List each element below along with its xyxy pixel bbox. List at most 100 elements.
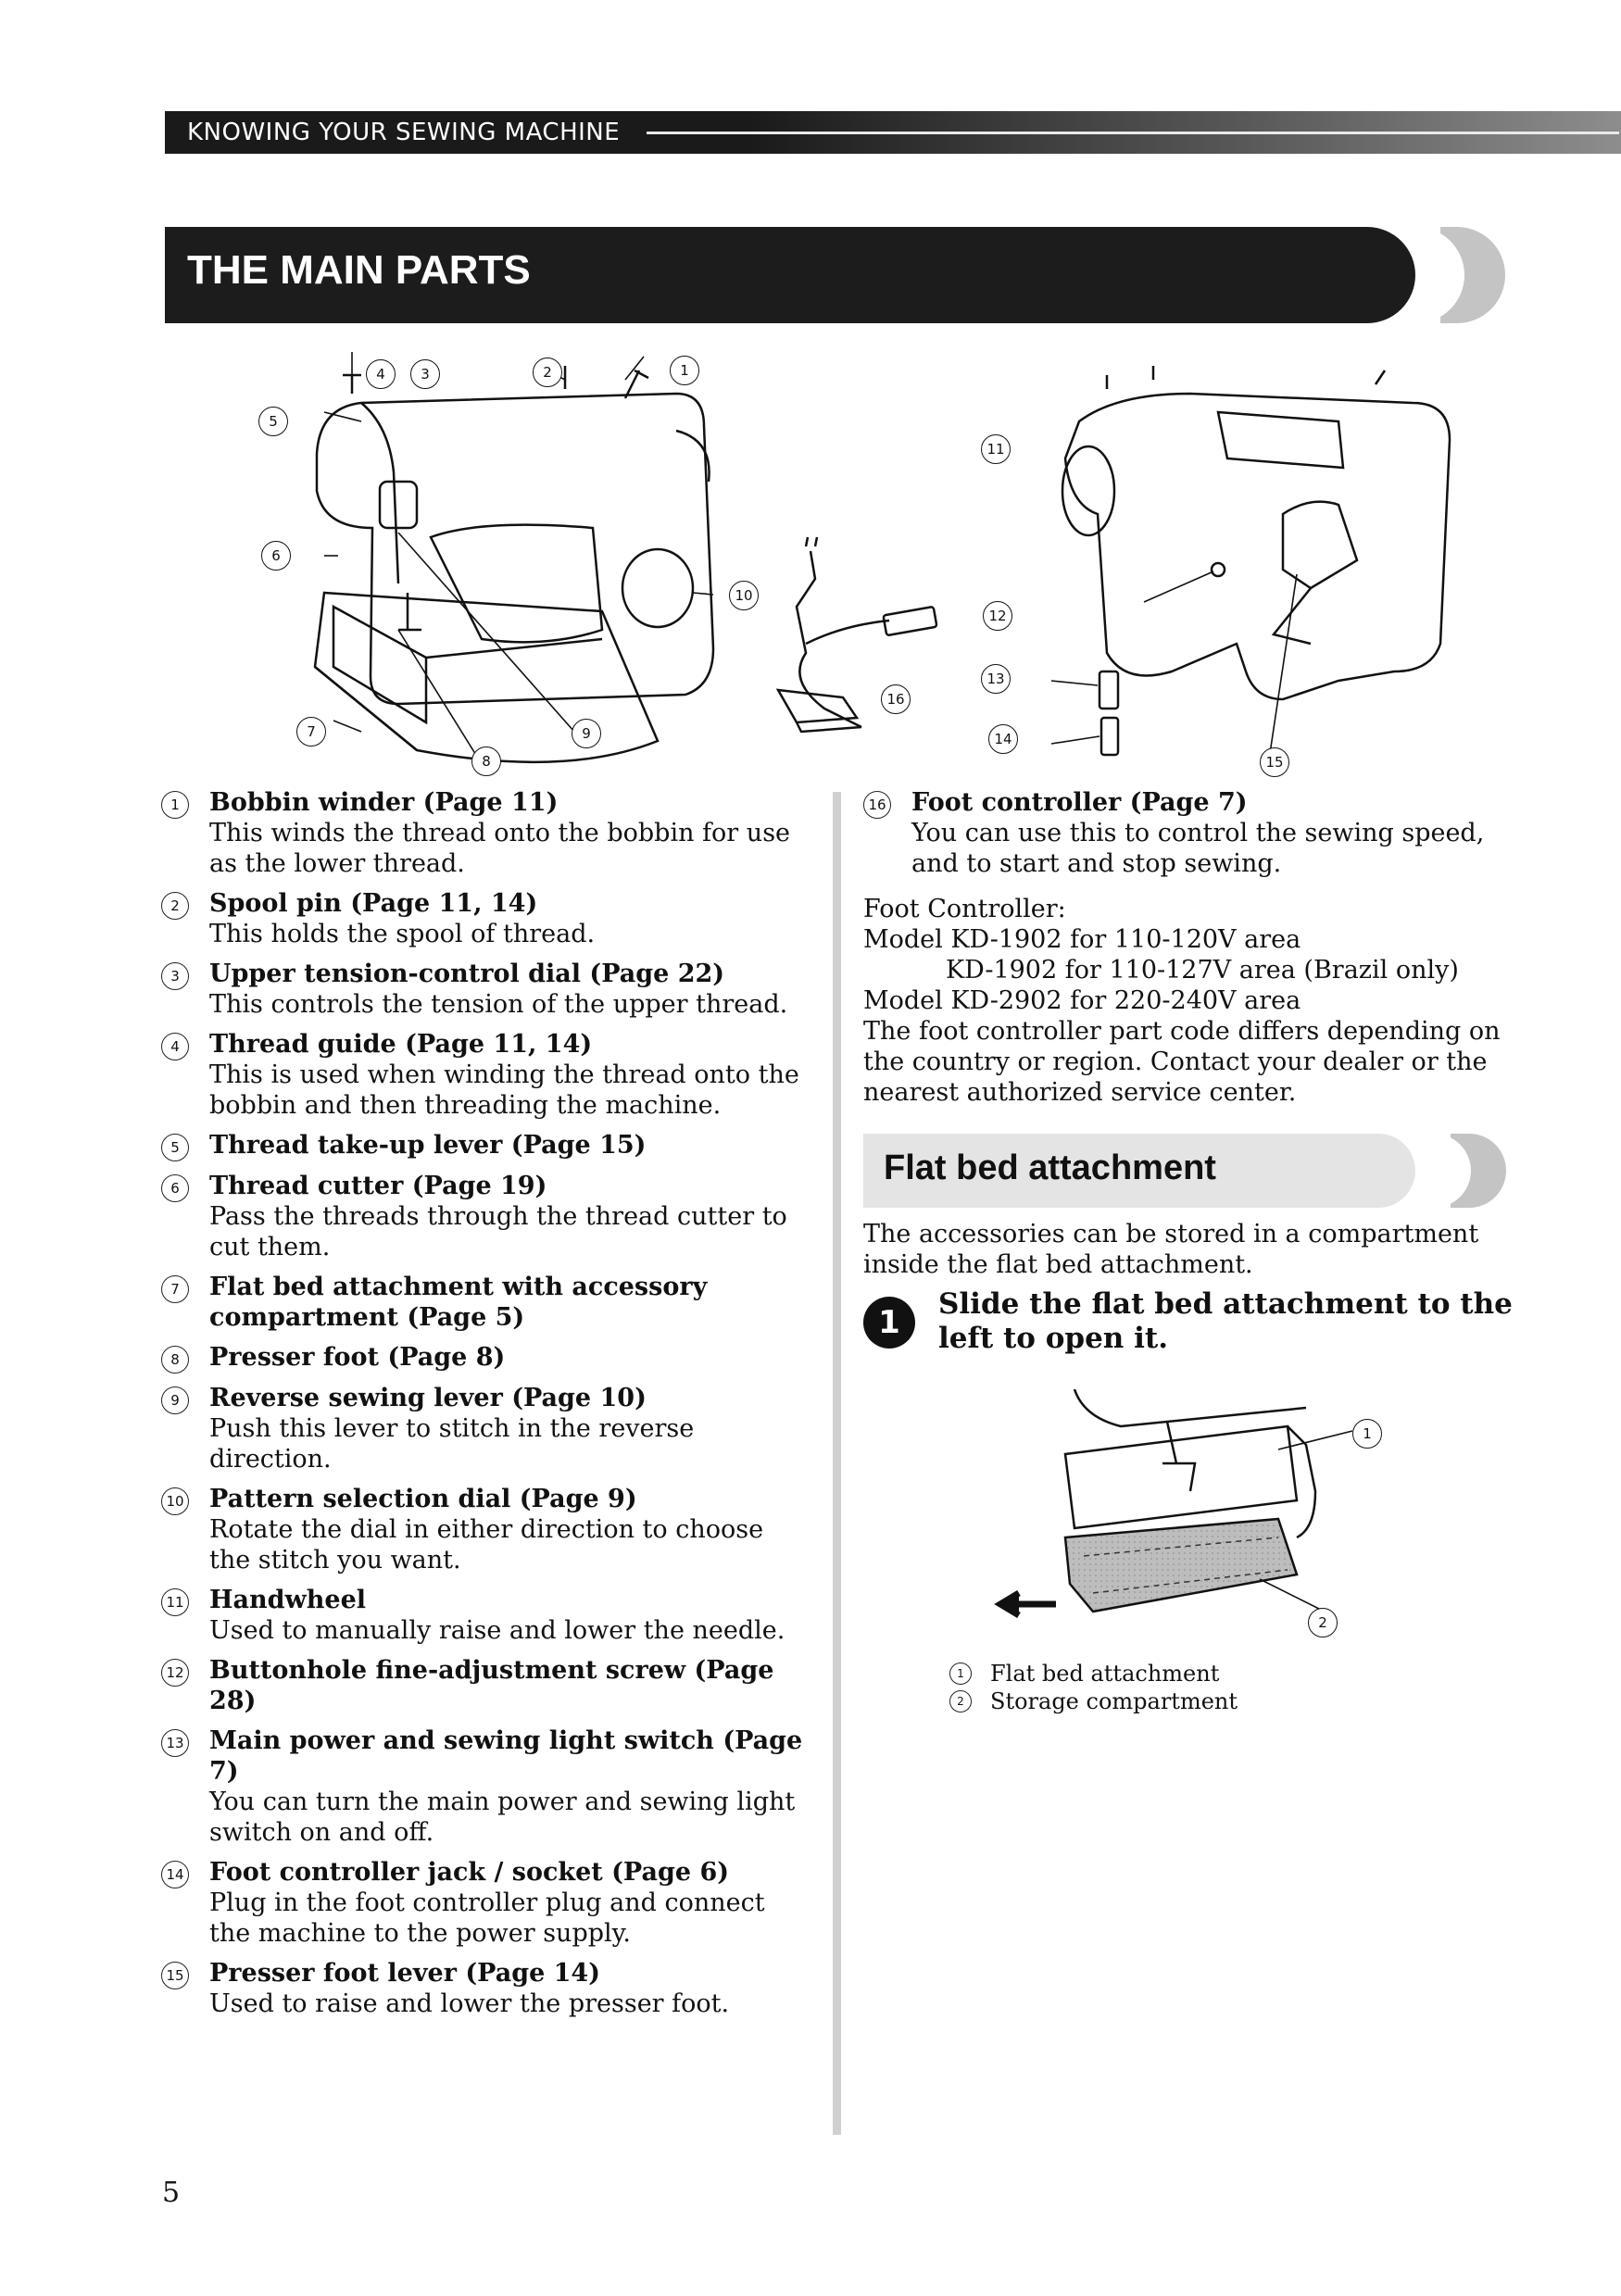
part-title: Handwheel (209, 1586, 367, 1614)
part-title: Thread cutter (Page 19) (209, 1172, 547, 1200)
part-title: Presser foot lever (Page 14) (209, 1959, 600, 1988)
part-title: Buttonhole fine-adjustment screw (Page 2… (209, 1656, 774, 1715)
part-title: Pattern selection dial (Page 9) (209, 1485, 637, 1513)
step-instruction: Slide the flat bed attachment to the lef… (938, 1287, 1513, 1355)
legend-item-1: 1 Flat bed attachment (949, 1660, 1238, 1687)
flatbed-heading-banner: Flat bed attachment (863, 1134, 1415, 1208)
part-description: This holds the spool of thread. (209, 920, 596, 948)
callout-number: 16 (863, 791, 891, 819)
callout-number: 4 (161, 1033, 189, 1060)
callout-15: 15 (1260, 747, 1289, 777)
section-header: KNOWING YOUR SEWING MACHINE (187, 119, 621, 146)
column-divider (833, 792, 841, 2135)
callout-number: 9 (161, 1386, 189, 1414)
callout-7: 7 (296, 717, 326, 747)
callout-number: 8 (161, 1346, 189, 1374)
callout-number: 6 (161, 1174, 189, 1202)
part-item-5: 5 Thread take-up lever (Page 15) (161, 1130, 810, 1161)
legend-number: 2 (949, 1690, 972, 1713)
section-header-bar: KNOWING YOUR SEWING MACHINE (165, 111, 1621, 154)
callout-13: 13 (981, 664, 1011, 694)
machine-front-illustration (313, 352, 715, 765)
parts-list: 1 Bobbin winder (Page 11)This winds the … (161, 787, 810, 2028)
part-description: You can use this to control the sewing s… (911, 819, 1485, 878)
callout-number: 2 (161, 892, 189, 920)
part-item-3: 3 Upper tension-control dial (Page 22)Th… (161, 959, 810, 1020)
legend-label: Storage compartment (990, 1688, 1238, 1714)
callout-11: 11 (981, 434, 1011, 464)
part-item-8: 8 Presser foot (Page 8) (161, 1342, 810, 1374)
part-item-10: 10 Pattern selection dial (Page 9)Rotate… (161, 1484, 810, 1575)
callout-2: 2 (533, 358, 562, 387)
legend-item-2: 2 Storage compartment (949, 1687, 1238, 1715)
callout-number: 15 (161, 1962, 189, 1989)
foot-controller-model-2: KD-1902 for 110-127V area (Brazil only) (946, 956, 1459, 985)
part-description: Pass the threads through the thread cutt… (209, 1202, 787, 1261)
foot-controller-model-3: Model KD-2902 for 220-240V area (863, 986, 1301, 1015)
callout-16: 16 (881, 684, 911, 714)
callout-5: 5 (258, 407, 288, 436)
machine-back-illustration (1050, 366, 1451, 760)
part-title: Foot controller jack / socket (Page 6) (209, 1858, 730, 1887)
part-title: Flat bed attachment with accessory compa… (209, 1273, 708, 1332)
subheading-tab-decoration (1430, 1134, 1506, 1208)
part-title: Thread take-up lever (Page 15) (209, 1131, 647, 1160)
foot-controller-illustration (775, 536, 938, 734)
callout-number: 5 (161, 1134, 189, 1161)
part-item-13: 13 Main power and sewing light switch (P… (161, 1725, 810, 1848)
part-description: This winds the thread onto the bobbin fo… (209, 819, 791, 878)
part-item-6: 6 Thread cutter (Page 19)Pass the thread… (161, 1171, 810, 1262)
page-number: 5 (162, 2177, 181, 2209)
part-item-9: 9 Reverse sewing lever (Page 10)Push thi… (161, 1383, 810, 1474)
part-title: Bobbin winder (Page 11) (209, 788, 559, 817)
flatbed-callout-1: 1 (1352, 1419, 1382, 1449)
callout-number: 10 (161, 1487, 189, 1515)
callout-number: 13 (161, 1729, 189, 1757)
flatbed-legend: 1 Flat bed attachment 2 Storage compartm… (949, 1660, 1238, 1715)
flatbed-intro: The accessories can be stored in a compa… (863, 1220, 1479, 1279)
part-item-12: 12 Buttonhole fine-adjustment screw (Pag… (161, 1655, 810, 1716)
title-tab-decoration (1416, 227, 1505, 323)
flatbed-callout-2: 2 (1308, 1608, 1338, 1637)
part-description: Plug in the foot controller plug and con… (209, 1888, 765, 1948)
step-number: 1 (863, 1297, 915, 1349)
part-title: Spool pin (Page 11, 14) (209, 889, 538, 918)
part-title: Thread guide (Page 11, 14) (209, 1030, 593, 1059)
part-description: Used to manually raise and lower the nee… (209, 1616, 785, 1645)
callout-12: 12 (983, 601, 1012, 631)
part-description: You can turn the main power and sewing l… (209, 1788, 796, 1847)
callout-9: 9 (572, 719, 601, 748)
part-item-14: 14 Foot controller jack / socket (Page 6… (161, 1857, 810, 1949)
foot-controller-model-1: Model KD-1902 for 110-120V area (863, 925, 1301, 954)
callout-4: 4 (366, 359, 396, 389)
foot-controller-models: Foot Controller: Model KD-1902 for 110-1… (863, 894, 1512, 1108)
part-item-7: 7 Flat bed attachment with accessory com… (161, 1272, 810, 1333)
callout-6: 6 (261, 541, 291, 571)
part-description: This controls the tension of the upper t… (209, 990, 788, 1019)
part-item-4: 4 Thread guide (Page 11, 14)This is used… (161, 1029, 810, 1121)
callout-number: 1 (161, 791, 189, 819)
part-description: Push this lever to stitch in the reverse… (209, 1414, 695, 1474)
part-description: Used to raise and lower the presser foot… (209, 1989, 730, 2018)
callout-number: 14 (161, 1861, 189, 1888)
title-banner: THE MAIN PARTS (165, 227, 1415, 323)
page-title: THE MAIN PARTS (187, 247, 531, 293)
part-item-15: 15 Presser foot lever (Page 14)Used to r… (161, 1958, 810, 2019)
callout-8: 8 (471, 747, 501, 776)
callout-1: 1 (670, 356, 699, 385)
foot-controller-note: The foot controller part code differs de… (863, 1017, 1501, 1107)
part-description: Rotate the dial in either direction to c… (209, 1515, 764, 1575)
callout-14: 14 (988, 724, 1018, 754)
legend-label: Flat bed attachment (990, 1661, 1220, 1687)
part-item-1: 1 Bobbin winder (Page 11)This winds the … (161, 787, 810, 879)
legend-number: 1 (949, 1662, 972, 1685)
part-title: Presser foot (Page 8) (209, 1343, 506, 1372)
part-item-16: 16 Foot controller (Page 7)You can use t… (863, 787, 1512, 888)
part-title: Reverse sewing lever (Page 10) (209, 1384, 647, 1412)
callout-number: 3 (161, 962, 189, 990)
header-rule (647, 132, 1619, 134)
part-title: Upper tension-control dial (Page 22) (209, 960, 725, 988)
callout-10: 10 (729, 581, 759, 610)
part-title: Foot controller (Page 7) (911, 788, 1248, 817)
foot-controller-label: Foot Controller: (863, 895, 1066, 923)
